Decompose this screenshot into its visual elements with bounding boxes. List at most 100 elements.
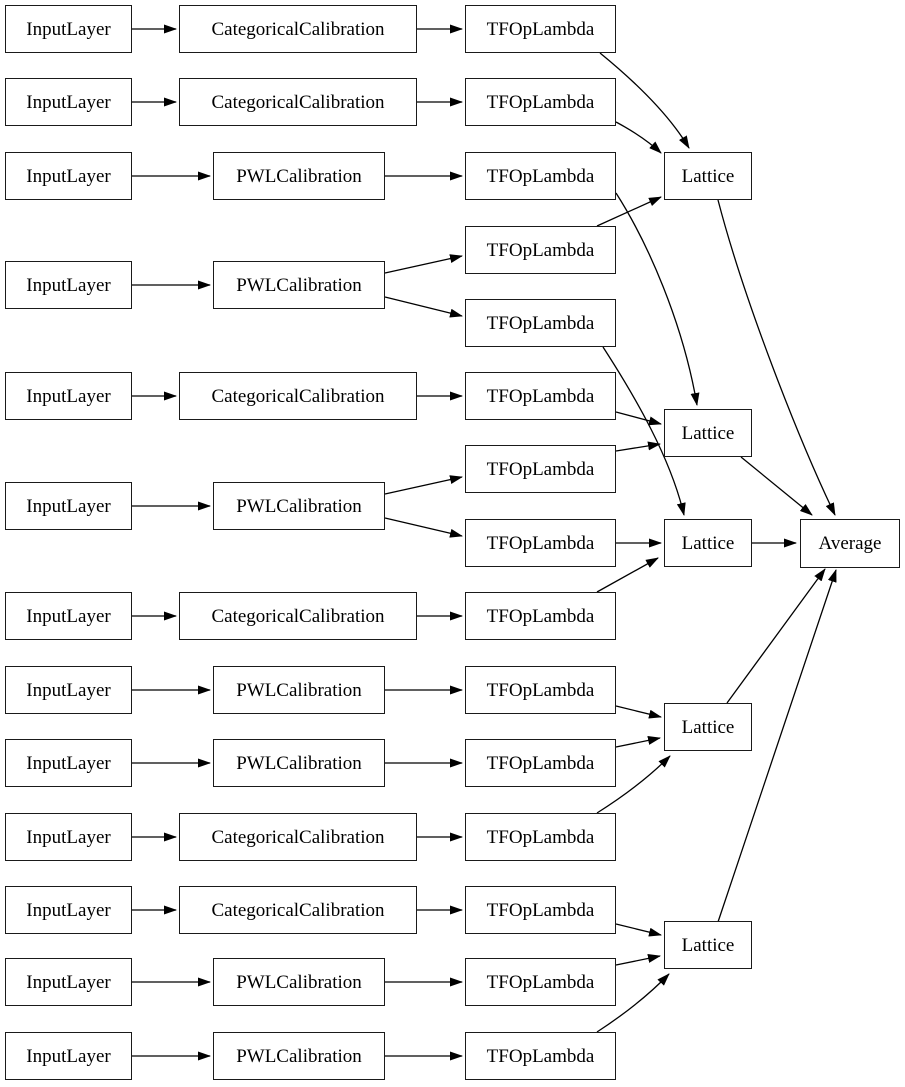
node-lambda-11: TFOpLambda <box>465 739 616 787</box>
node-lattice-1: Lattice <box>664 152 752 200</box>
node-label: Lattice <box>681 934 735 956</box>
node-label: TFOpLambda <box>486 679 595 701</box>
node-lambda-3: TFOpLambda <box>465 152 616 200</box>
node-label: PWLCalibration <box>236 971 362 993</box>
node-label: TFOpLambda <box>486 532 595 554</box>
node-average: Average <box>800 519 900 568</box>
node-label: InputLayer <box>26 495 111 517</box>
edge-lambda-14-to-lattice-5 <box>615 953 661 966</box>
node-input-9: InputLayer <box>5 739 132 787</box>
edge-group <box>132 24 837 1061</box>
node-label: CategoricalCalibration <box>211 899 385 921</box>
edge-lambda-10-to-lattice-4 <box>615 705 662 719</box>
node-label: InputLayer <box>26 91 111 113</box>
node-lambda-10: TFOpLambda <box>465 666 616 714</box>
node-label: InputLayer <box>26 274 111 296</box>
node-cal-10: CategoricalCalibration <box>179 813 417 861</box>
node-label: Lattice <box>681 165 735 187</box>
edge-lambda-11-to-lattice-4 <box>615 735 661 748</box>
node-lambda-15: TFOpLambda <box>465 1032 616 1080</box>
node-lattice-2: Lattice <box>664 409 752 457</box>
node-label: CategoricalCalibration <box>211 91 385 113</box>
edge-lattice-2-to-average <box>740 456 813 516</box>
node-lambda-13: TFOpLambda <box>465 886 616 934</box>
node-label: InputLayer <box>26 385 111 407</box>
node-input-3: InputLayer <box>5 152 132 200</box>
node-label: TFOpLambda <box>486 826 595 848</box>
node-label: TFOpLambda <box>486 1045 595 1067</box>
edge-cal-6-to-lambda-7 <box>384 475 463 495</box>
edge-lambda-6-to-lattice-2 <box>615 411 662 426</box>
edge-lambda-15-to-lattice-5 <box>596 973 670 1033</box>
node-label: InputLayer <box>26 679 111 701</box>
node-input-11: InputLayer <box>5 886 132 934</box>
node-label: CategoricalCalibration <box>211 605 385 627</box>
node-input-8: InputLayer <box>5 666 132 714</box>
node-label: InputLayer <box>26 605 111 627</box>
node-label: PWLCalibration <box>236 274 362 296</box>
node-label: PWLCalibration <box>236 752 362 774</box>
node-input-13: InputLayer <box>5 1032 132 1080</box>
node-label: TFOpLambda <box>486 458 595 480</box>
node-label: TFOpLambda <box>486 91 595 113</box>
node-cal-3: PWLCalibration <box>213 152 385 200</box>
edge-lambda-1-to-lattice-1 <box>599 52 690 149</box>
node-label: InputLayer <box>26 899 111 921</box>
node-label: PWLCalibration <box>236 495 362 517</box>
edge-lambda-4-to-lattice-1 <box>596 196 662 227</box>
edge-lattice-1-to-average <box>717 199 836 516</box>
node-label: TFOpLambda <box>486 312 595 334</box>
node-label: InputLayer <box>26 826 111 848</box>
node-lambda-1: TFOpLambda <box>465 5 616 53</box>
node-cal-6: PWLCalibration <box>213 482 385 530</box>
edge-lattice-4-to-average <box>726 568 826 704</box>
edge-cal-4-to-lambda-5 <box>384 296 463 318</box>
node-label: CategoricalCalibration <box>211 18 385 40</box>
node-label: TFOpLambda <box>486 239 595 261</box>
node-lattice-3: Lattice <box>664 519 752 567</box>
node-lambda-2: TFOpLambda <box>465 78 616 126</box>
node-cal-12: PWLCalibration <box>213 958 385 1006</box>
node-label: InputLayer <box>26 1045 111 1067</box>
node-lambda-9: TFOpLambda <box>465 592 616 640</box>
node-cal-7: CategoricalCalibration <box>179 592 417 640</box>
node-label: TFOpLambda <box>486 971 595 993</box>
node-lambda-5: TFOpLambda <box>465 299 616 347</box>
node-lattice-4: Lattice <box>664 703 752 751</box>
edge-lambda-13-to-lattice-5 <box>615 923 662 937</box>
node-cal-2: CategoricalCalibration <box>179 78 417 126</box>
node-label: InputLayer <box>26 752 111 774</box>
node-cal-4: PWLCalibration <box>213 261 385 309</box>
node-label: Lattice <box>681 716 735 738</box>
node-input-5: InputLayer <box>5 372 132 420</box>
node-lambda-14: TFOpLambda <box>465 958 616 1006</box>
node-label: InputLayer <box>26 165 111 187</box>
node-lambda-7: TFOpLambda <box>465 445 616 493</box>
node-input-2: InputLayer <box>5 78 132 126</box>
node-label: Lattice <box>681 422 735 444</box>
node-lambda-4: TFOpLambda <box>465 226 616 274</box>
node-cal-13: PWLCalibration <box>213 1032 385 1080</box>
node-label: TFOpLambda <box>486 18 595 40</box>
edge-lambda-3-to-lattice-2 <box>615 192 700 406</box>
node-label: TFOpLambda <box>486 605 595 627</box>
node-label: InputLayer <box>26 18 111 40</box>
edge-lambda-5-to-lattice-3 <box>602 346 686 516</box>
node-label: TFOpLambda <box>486 165 595 187</box>
node-input-7: InputLayer <box>5 592 132 640</box>
node-lattice-5: Lattice <box>664 921 752 969</box>
node-lambda-12: TFOpLambda <box>465 813 616 861</box>
node-label: TFOpLambda <box>486 385 595 407</box>
edge-lattice-5-to-average <box>717 569 837 923</box>
edge-lambda-7-to-lattice-2 <box>615 441 661 452</box>
edge-lambda-9-to-lattice-3 <box>596 557 659 593</box>
node-input-12: InputLayer <box>5 958 132 1006</box>
node-label: TFOpLambda <box>486 752 595 774</box>
node-label: CategoricalCalibration <box>211 385 385 407</box>
edge-lambda-2-to-lattice-1 <box>615 121 662 154</box>
node-cal-8: PWLCalibration <box>213 666 385 714</box>
node-label: PWLCalibration <box>236 679 362 701</box>
node-label: TFOpLambda <box>486 899 595 921</box>
